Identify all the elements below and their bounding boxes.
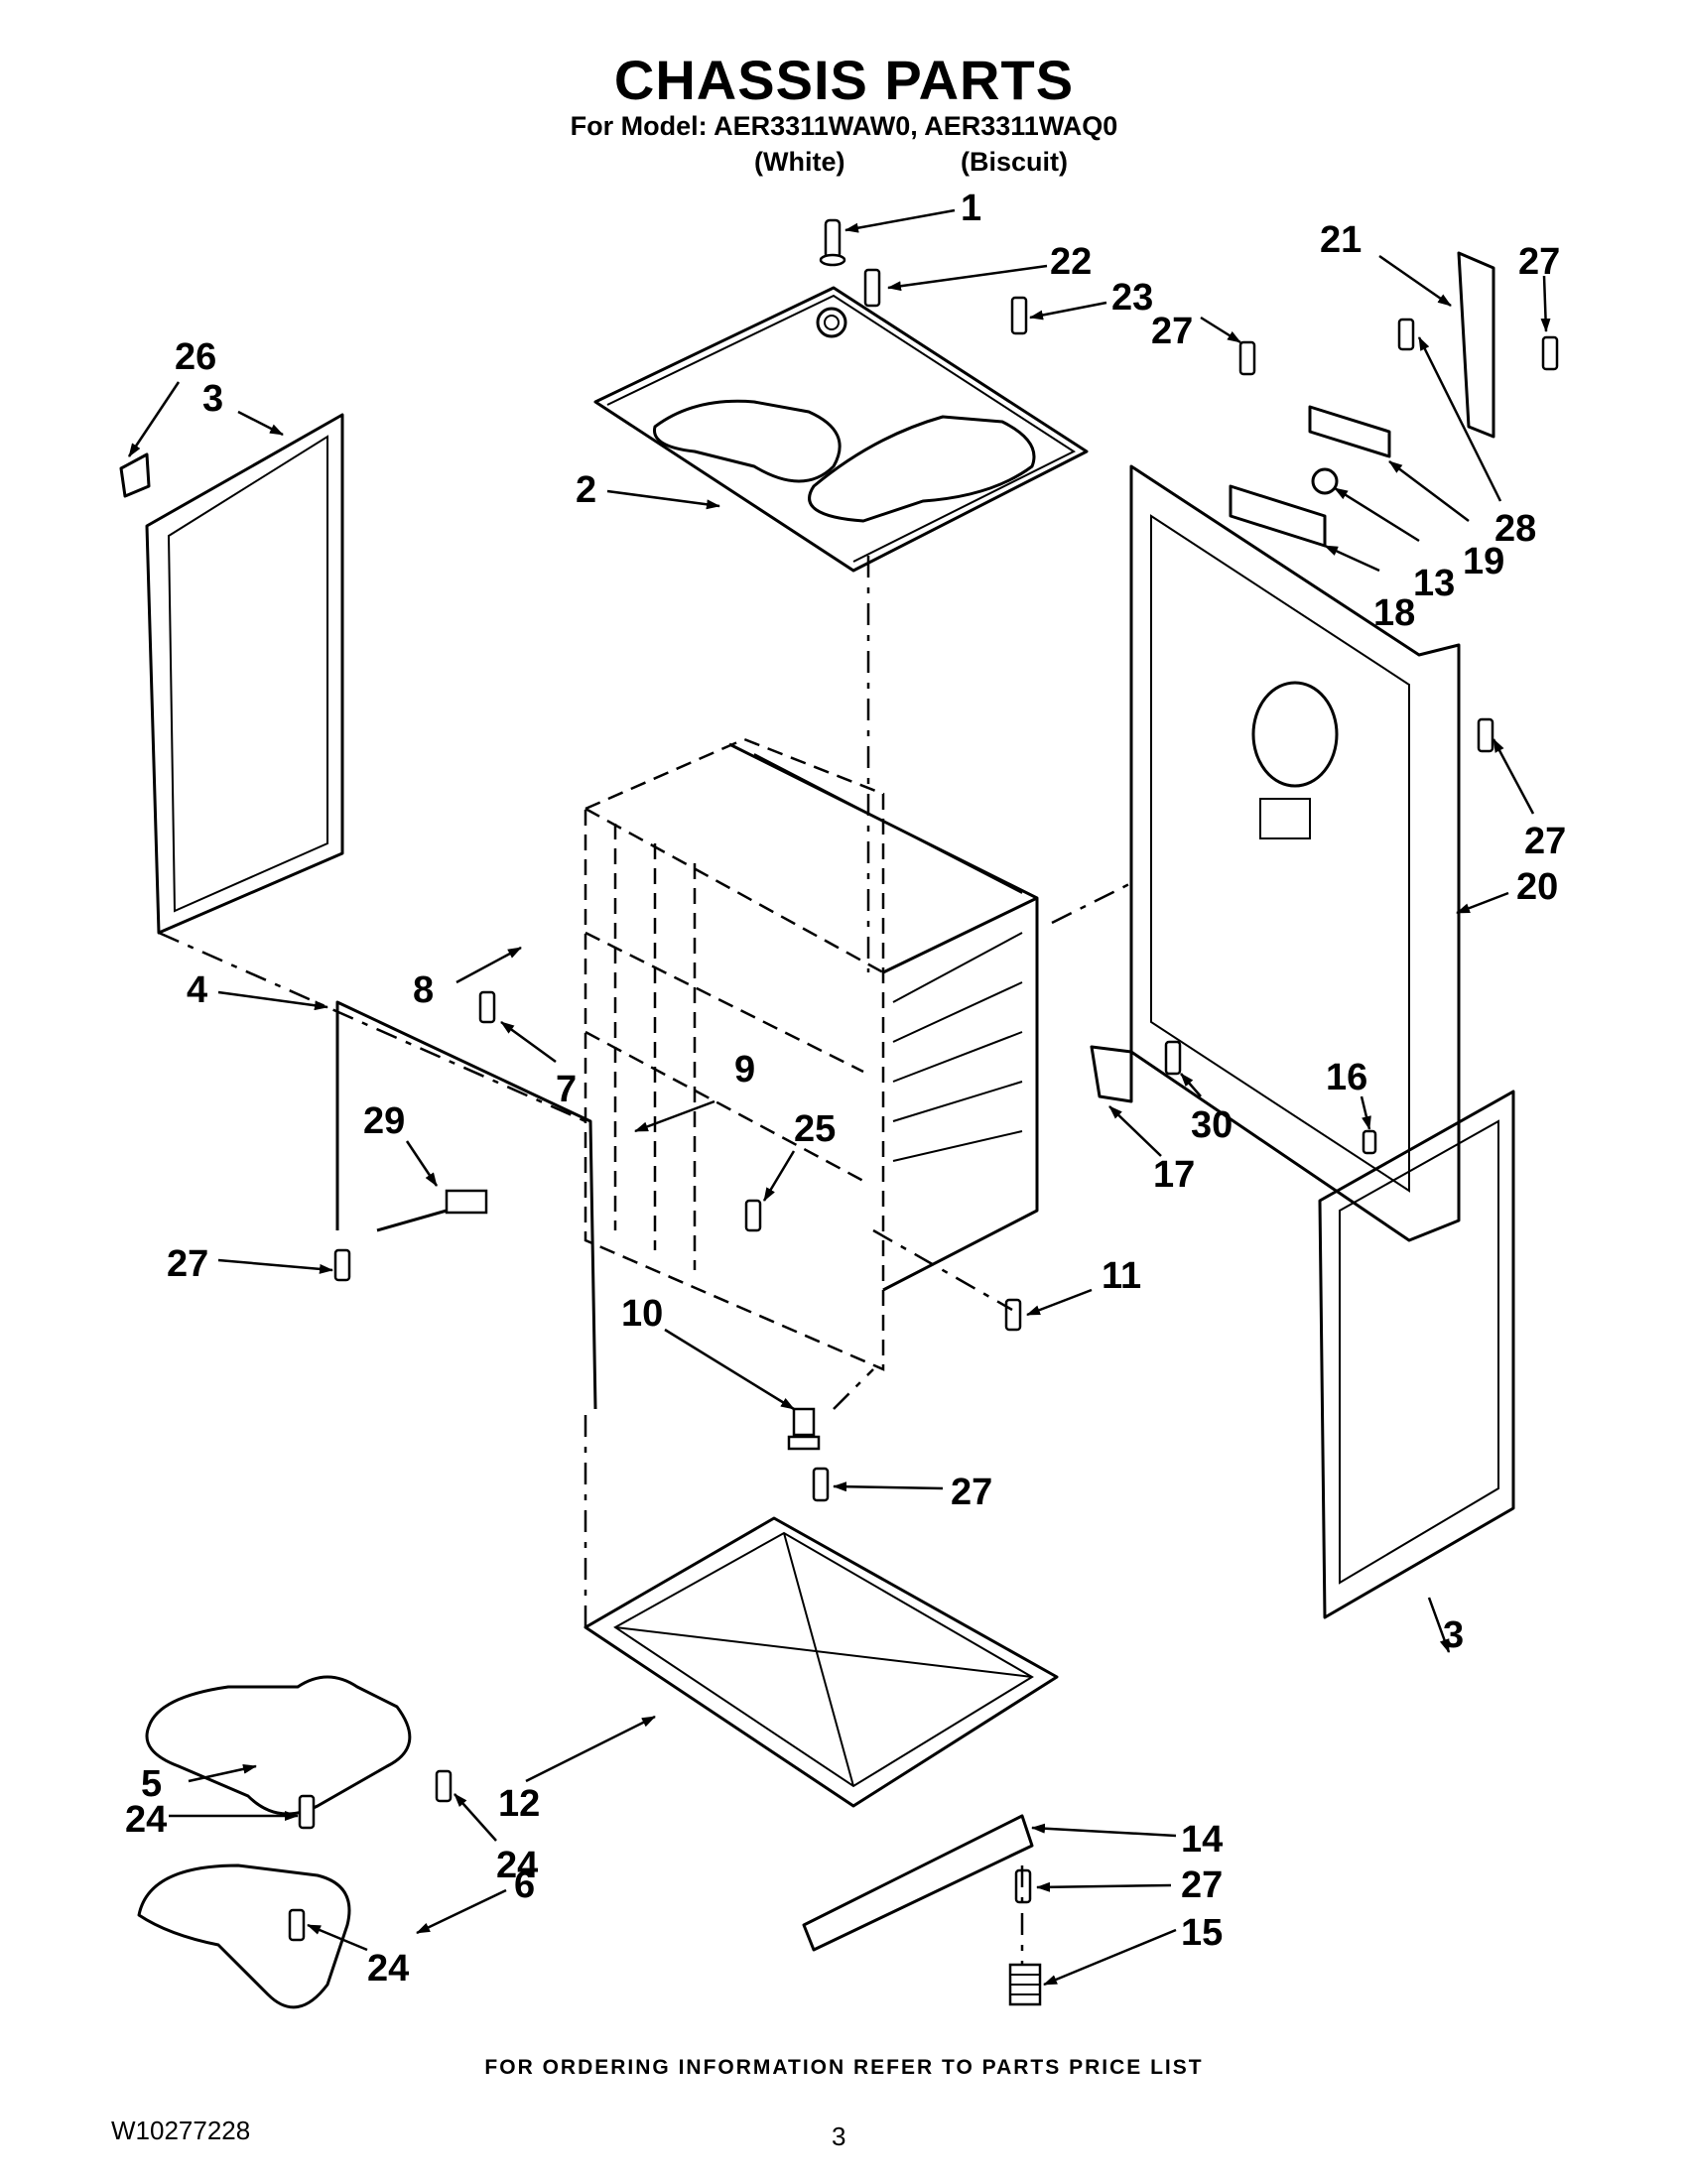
screw-27-top — [1238, 340, 1256, 376]
oven-cavity — [584, 737, 1039, 1371]
temperature-sensor — [376, 1189, 488, 1232]
clip-26 — [119, 452, 151, 498]
screw-27-left — [333, 1248, 351, 1282]
variant-white: (White) — [754, 147, 845, 177]
callout-16: 16 — [1326, 1057, 1367, 1098]
callout-27-top: 27 — [1151, 311, 1193, 352]
callout-27-center: 27 — [951, 1472, 992, 1513]
callout-27-right-top: 27 — [1518, 241, 1560, 283]
callout-11: 11 — [1102, 1255, 1141, 1297]
screw-27-right-top — [1541, 335, 1559, 371]
callout-13: 13 — [1413, 563, 1455, 604]
callout-8: 8 — [413, 969, 434, 1011]
callout-30: 30 — [1191, 1104, 1233, 1146]
ordering-footer: FOR ORDERING INFORMATION REFER TO PARTS … — [484, 2056, 1204, 2079]
top-pin — [819, 218, 846, 267]
door-gasket — [335, 1000, 597, 1410]
callout-21: 21 — [1320, 219, 1362, 261]
callout-7: 7 — [556, 1069, 577, 1110]
right-side-panel — [1318, 1090, 1515, 1619]
callout-24-c: 24 — [367, 1948, 409, 1990]
callout-4: 4 — [187, 969, 207, 1011]
callout-22: 22 — [1050, 241, 1092, 283]
callout-24-b: 24 — [496, 1845, 538, 1886]
callout-14: 14 — [1181, 1819, 1223, 1861]
nut-13 — [1311, 467, 1339, 495]
callout-24-a: 24 — [125, 1799, 167, 1841]
variant-biscuit: (Biscuit) — [961, 147, 1068, 177]
screw-25 — [744, 1199, 762, 1232]
bake-element — [145, 1675, 412, 1816]
callout-3-right: 3 — [1443, 1614, 1464, 1656]
callout-10: 10 — [621, 1293, 663, 1335]
screw-27-center — [812, 1467, 830, 1502]
part-10 — [787, 1407, 821, 1451]
screw-24-a — [298, 1794, 316, 1830]
leveling-leg — [1008, 1963, 1042, 2006]
broil-element — [137, 1863, 351, 2009]
screw-30 — [1164, 1040, 1182, 1076]
screw-27-back — [1477, 717, 1494, 753]
callout-27-left: 27 — [167, 1243, 208, 1285]
callout-12: 12 — [498, 1783, 540, 1825]
leveling-rail — [802, 1814, 1034, 1952]
bracket-17 — [1090, 1045, 1133, 1103]
screw-16 — [1362, 1129, 1377, 1155]
screw-7 — [478, 990, 496, 1024]
callout-3-left: 3 — [202, 378, 223, 420]
screw-24-c — [288, 1908, 306, 1942]
callout-9: 9 — [734, 1049, 755, 1091]
callout-25: 25 — [794, 1108, 836, 1150]
callout-23: 23 — [1111, 277, 1153, 319]
page-number: 3 — [832, 2121, 846, 2151]
callout-18: 18 — [1373, 592, 1415, 634]
callout-15: 15 — [1181, 1912, 1223, 1954]
left-side-panel — [145, 413, 344, 935]
callout-20: 20 — [1516, 866, 1558, 908]
bottom-panel — [584, 1516, 1059, 1808]
callout-28: 28 — [1494, 508, 1536, 550]
bracket-21 — [1457, 251, 1495, 439]
model-subtitle: For Model: AER3311WAW0, AER3311WAQ0 — [570, 111, 1118, 141]
callout-17: 17 — [1153, 1154, 1195, 1196]
callout-29: 29 — [363, 1100, 405, 1142]
callout-27-back: 27 — [1524, 821, 1566, 862]
callout-26: 26 — [175, 336, 216, 378]
back-panel — [1129, 464, 1461, 1242]
screw-22 — [863, 268, 881, 308]
document-number: W10277228 — [111, 2116, 251, 2145]
bracket-19 — [1308, 405, 1391, 458]
callout-1: 1 — [961, 188, 981, 229]
callout-19: 19 — [1463, 541, 1504, 582]
callout-5: 5 — [141, 1763, 162, 1805]
callout-2: 2 — [576, 469, 596, 511]
screw-24-b — [435, 1769, 453, 1803]
bracket-18 — [1229, 484, 1327, 548]
callout-27-bottom: 27 — [1181, 1864, 1223, 1906]
page-title: CHASSIS PARTS — [613, 49, 1075, 111]
cooktop-panel — [593, 286, 1089, 573]
screw-28 — [1397, 318, 1415, 351]
screw-11 — [1004, 1298, 1022, 1332]
screw-23 — [1010, 296, 1028, 335]
callout-6: 6 — [514, 1864, 535, 1906]
